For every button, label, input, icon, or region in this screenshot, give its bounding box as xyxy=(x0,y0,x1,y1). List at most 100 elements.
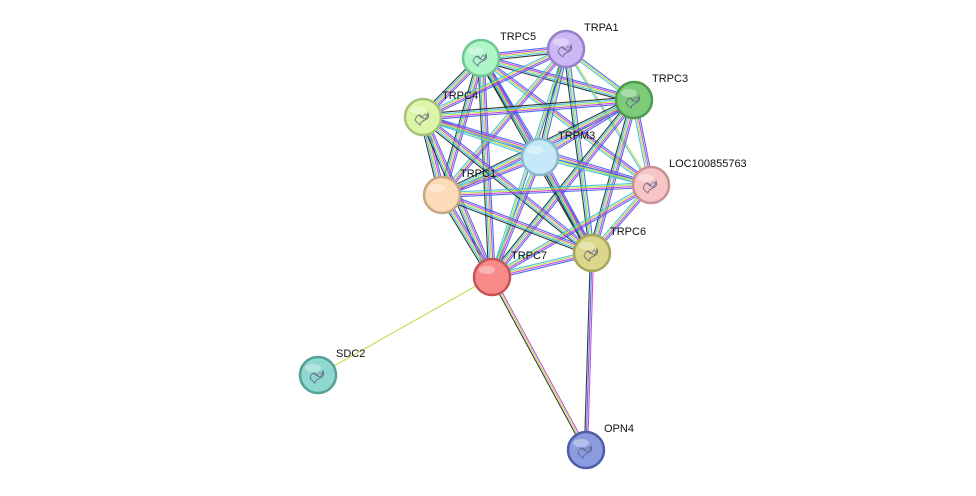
node-label: LOC100855763 xyxy=(669,158,747,170)
edge-trpc7-sdc2[interactable] xyxy=(317,276,493,376)
edge-trpc3-trpc4[interactable] xyxy=(422,96,635,121)
node-label: SDC2 xyxy=(336,348,365,360)
node-label: TRPM3 xyxy=(558,130,595,142)
edge-evidence-line xyxy=(441,183,651,195)
node-label: TRPA1 xyxy=(584,22,619,34)
edge-trpm3-trpc7[interactable] xyxy=(489,155,543,279)
edge-evidence-line xyxy=(442,49,568,196)
edge-evidence-line xyxy=(422,118,540,160)
node-circle[interactable] xyxy=(472,257,512,297)
edge-trpc1-trpc6[interactable] xyxy=(440,191,594,257)
edge-evidence-line xyxy=(421,46,566,116)
edge-evidence-line xyxy=(423,102,635,121)
node-highlight xyxy=(410,106,426,114)
node-trpm3[interactable]: TRPM3 xyxy=(520,130,595,177)
edge-evidence-line xyxy=(587,253,595,451)
edge-evidence-line xyxy=(563,49,591,254)
edge-evidence-line xyxy=(441,182,651,194)
node-circle[interactable] xyxy=(520,137,560,177)
edge-evidence-line xyxy=(423,115,594,253)
node-trpc5[interactable]: TRPC5 xyxy=(461,31,536,78)
edge-evidence-line xyxy=(493,157,543,279)
edge-loc100855763-trpc7[interactable] xyxy=(490,182,653,280)
node-label: TRPC1 xyxy=(460,168,496,180)
node-trpa1[interactable]: TRPA1 xyxy=(546,22,619,69)
node-highlight xyxy=(429,184,445,192)
edge-trpa1-trpc6[interactable] xyxy=(563,48,595,254)
edge-evidence-line xyxy=(442,191,594,251)
edge-evidence-line xyxy=(442,185,652,197)
protein-structure-icon xyxy=(472,52,488,67)
edge-evidence-line xyxy=(422,47,566,117)
node-trpc7[interactable]: TRPC7 xyxy=(472,250,547,297)
edge-evidence-line xyxy=(440,48,566,195)
protein-structure-icon xyxy=(577,444,593,459)
edge-evidence-line xyxy=(422,117,540,159)
edge-trpc6-opn4[interactable] xyxy=(583,252,595,451)
edge-evidence-line xyxy=(422,96,634,115)
edge-evidence-line xyxy=(480,58,651,187)
node-opn4[interactable]: OPN4 xyxy=(566,423,634,470)
node-circle[interactable] xyxy=(422,175,462,215)
edge-evidence-line xyxy=(420,119,591,256)
edge-evidence-line xyxy=(490,182,651,276)
protein-structure-icon xyxy=(414,111,430,126)
node-highlight xyxy=(573,439,589,447)
edge-evidence-line xyxy=(567,48,595,253)
edge-trpc4-trpm3[interactable] xyxy=(422,114,541,160)
edge-evidence-line xyxy=(441,195,592,256)
node-label: TRPC7 xyxy=(511,250,547,262)
edge-trpa1-trpc1[interactable] xyxy=(439,47,569,197)
edge-evidence-line xyxy=(490,98,634,277)
node-highlight xyxy=(479,266,495,274)
edge-evidence-line xyxy=(494,101,637,280)
edge-loc100855763-trpc1[interactable] xyxy=(441,182,652,198)
edge-evidence-line xyxy=(422,99,635,118)
edge-evidence-line xyxy=(440,197,592,257)
edge-evidence-line xyxy=(583,252,591,450)
node-label: OPN4 xyxy=(604,423,634,435)
node-highlight xyxy=(468,47,484,55)
node-trpc1[interactable]: TRPC1 xyxy=(422,168,496,215)
node-label: TRPC3 xyxy=(652,73,688,85)
edge-evidence-line xyxy=(489,155,539,277)
edge-evidence-line xyxy=(423,101,635,120)
edge-trpc7-opn4[interactable] xyxy=(490,275,588,452)
node-loc100855763[interactable]: LOC100855763 xyxy=(631,158,747,205)
edge-trpc4-trpc6[interactable] xyxy=(420,114,595,256)
protein-structure-icon xyxy=(625,94,641,109)
node-label: TRPC4 xyxy=(442,90,478,102)
node-trpc4[interactable]: TRPC4 xyxy=(403,90,478,137)
node-highlight xyxy=(305,364,321,372)
edge-evidence-line xyxy=(492,185,652,279)
node-highlight xyxy=(621,89,637,97)
edge-evidence-line xyxy=(491,183,651,277)
edge-evidence-line xyxy=(421,117,592,255)
edge-evidence-line xyxy=(442,192,593,253)
edge-evidence-line xyxy=(423,114,541,156)
edge-evidence-line xyxy=(491,276,587,451)
node-highlight xyxy=(553,38,569,46)
nodes-layer: TRPC5 TRPA1TRPC3TRPC4TRPM3LOC100855763TRP… xyxy=(298,22,747,470)
node-sdc2[interactable]: SDC2 xyxy=(298,348,365,395)
edge-trpa1-trpc4[interactable] xyxy=(421,46,568,120)
edge-evidence-line xyxy=(492,186,653,280)
node-trpc6[interactable]: TRPC6 xyxy=(572,226,646,273)
node-highlight xyxy=(579,242,595,250)
edge-evidence-line xyxy=(490,277,586,452)
protein-structure-icon xyxy=(583,247,599,262)
node-label: TRPC5 xyxy=(500,31,536,43)
node-highlight xyxy=(638,174,654,182)
edge-evidence-line xyxy=(317,276,493,376)
edge-evidence-line xyxy=(482,55,653,184)
edge-evidence-line xyxy=(423,115,541,157)
node-trpc3[interactable]: TRPC3 xyxy=(614,73,688,120)
edge-evidence-line xyxy=(492,157,542,278)
edge-evidence-line xyxy=(423,50,568,120)
protein-structure-icon xyxy=(557,43,573,58)
edge-evidence-line xyxy=(423,49,567,119)
edge-evidence-line xyxy=(422,97,634,116)
edge-evidence-line xyxy=(585,252,593,451)
node-highlight xyxy=(527,146,543,154)
